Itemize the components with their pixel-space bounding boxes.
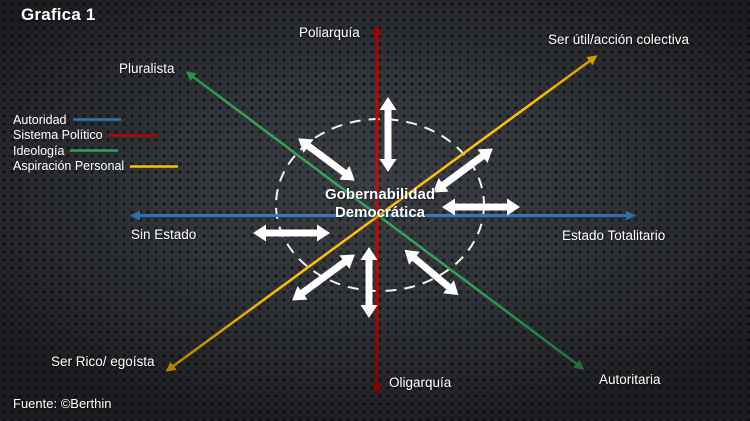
axis-end-label-ser-rico: Ser Rico/ egoísta	[51, 354, 155, 369]
legend-item-aspiracion-personal: Aspiración Personal	[13, 159, 179, 175]
legend-line-swatch	[72, 118, 121, 121]
double-arrow-northwest	[298, 138, 355, 181]
legend-line-swatch	[130, 165, 179, 168]
axis-aspiracion-personal	[165, 55, 598, 372]
legend: Autoridad Sistema Político Ideología Asp…	[13, 112, 179, 174]
legend-label: Autoridad	[13, 112, 67, 127]
axis-end-label-oligarquia: Oligarquía	[389, 375, 452, 390]
axis-end-label-estado-totalitario: Estado Totalitario	[562, 228, 666, 243]
legend-label: Ideología	[13, 143, 65, 158]
legend-line-swatch	[108, 134, 157, 137]
center-concept-line2: Democrática	[334, 204, 426, 221]
center-concept-line1: Gobernabilidad	[324, 186, 435, 203]
legend-label: Aspiración Personal	[13, 159, 125, 174]
axis-end-label-ser-util: Ser útil/acción colectiva	[548, 32, 690, 47]
axis-end-label-autoritaria: Autoritaria	[599, 372, 661, 387]
double-arrow-southeast	[404, 249, 459, 296]
legend-item-autoridad: Autoridad	[13, 112, 179, 128]
slide-title: Grafica 1	[21, 5, 96, 24]
legend-label: Sistema Político	[13, 128, 103, 143]
axis-end-label-pluralista: Pluralista	[119, 61, 175, 76]
source-credit: Fuente: ©Berthin	[13, 396, 112, 411]
legend-line-swatch	[70, 149, 119, 152]
double-arrow-northeast	[433, 148, 493, 193]
axis-end-label-sin-estado: Sin Estado	[131, 227, 197, 242]
axis-end-label-poliarquia: Poliarquía	[299, 25, 360, 40]
center-concept: Gobernabilidad Democrática	[280, 186, 480, 222]
legend-item-ideologia: Ideología	[13, 143, 179, 159]
legend-item-sistema-politico: Sistema Político	[13, 128, 179, 144]
double-arrow-southwest	[292, 254, 355, 301]
